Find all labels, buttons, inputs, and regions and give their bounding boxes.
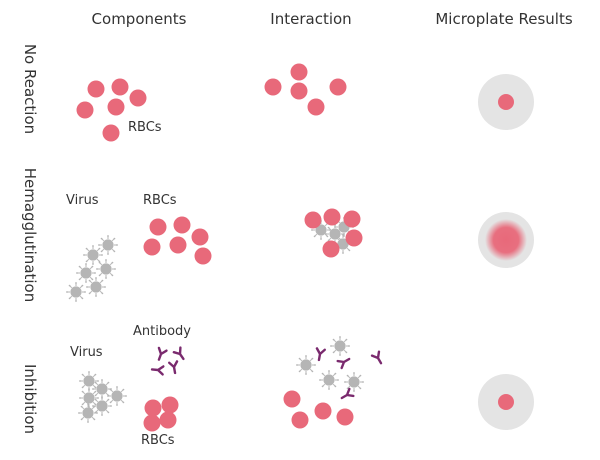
label-virus-row2: Virus	[66, 193, 99, 208]
label-rbcs-row2: RBCs	[143, 193, 177, 208]
column-header-interaction: Interaction	[270, 10, 352, 28]
red-blood-cell-icon	[143, 396, 179, 432]
microplate-well-icon	[478, 74, 534, 130]
red-blood-cell-icon	[283, 390, 354, 429]
microplate-well-icon	[478, 374, 534, 430]
red-blood-cell-icon	[304, 208, 363, 258]
antibody-icon	[150, 346, 188, 376]
label-rbcs-row1: RBCs	[128, 120, 162, 135]
microplate-well-icon	[478, 212, 534, 268]
red-blood-cell-icon	[143, 216, 212, 265]
column-header-microplate-results: Microplate Results	[435, 10, 573, 28]
label-rbcs-row3: RBCs	[141, 433, 175, 448]
label-virus-row3: Virus	[70, 345, 103, 360]
virus-icon	[77, 370, 128, 424]
virus-icon	[65, 234, 119, 303]
red-blood-cell-icon	[264, 63, 347, 116]
label-antibody-row3: Antibody	[133, 324, 191, 339]
virus-icon	[295, 335, 365, 393]
red-blood-cell-icon	[76, 78, 147, 142]
antibody-icon	[313, 347, 386, 403]
column-header-components: Components	[91, 10, 187, 28]
